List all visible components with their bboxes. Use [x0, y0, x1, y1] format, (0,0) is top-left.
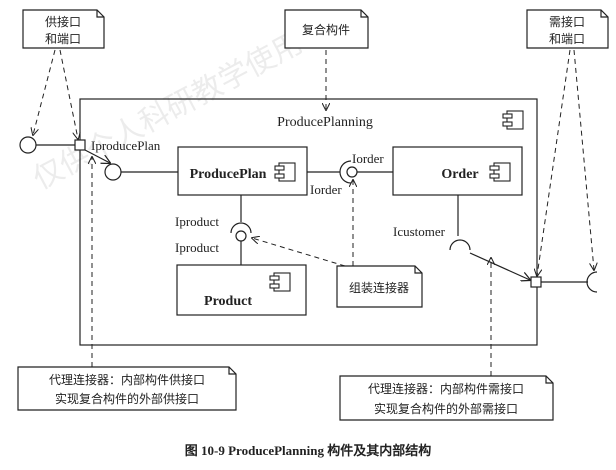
order-name: Order [441, 167, 478, 182]
svg-text:复合构件: 复合构件 [302, 22, 350, 37]
delegation-connector-required [469, 252, 530, 280]
label-iorder-provided: Iorder [352, 151, 384, 166]
required-interface-socket [586, 271, 598, 293]
note-delegation-required: 代理连接器：内部构件需接口 实现复合构件的外部需接口 [339, 375, 554, 421]
label-iproduceplan: IproducePlan [91, 138, 161, 153]
svg-text:实现复合构件的外部供接口: 实现复合构件的外部供接口 [55, 391, 199, 406]
provided-interface-lollipop [19, 136, 37, 154]
provided-port [74, 139, 86, 151]
composite-title: ProducePlanning [277, 115, 373, 130]
note-delegation-provided: 代理连接器：内部构件供接口 实现复合构件的外部供接口 [17, 366, 237, 411]
svg-text:和端口: 和端口 [45, 32, 81, 46]
svg-text:需接口: 需接口 [549, 14, 585, 29]
note-assembly-connector: 组装连接器 [336, 265, 423, 308]
component-icon [502, 110, 524, 130]
product-name: Product [204, 294, 252, 309]
svg-text:和端口: 和端口 [549, 32, 585, 46]
composite-component-box [79, 98, 538, 346]
note-required-port: 需接口 和端口 [526, 9, 609, 49]
label-iproduct-provided: Iproduct [175, 240, 219, 255]
svg-text:代理连接器：内部构件供接口: 代理连接器：内部构件供接口 [49, 372, 205, 387]
svg-text:实现复合构件的外部需接口: 实现复合构件的外部需接口 [374, 401, 518, 416]
delegation-connector-provided [84, 149, 110, 163]
figure-caption: 图 10-9 ProducePlanning 构件及其内部结构 [185, 443, 431, 458]
note-provided-port: 供接口 和端口 [22, 9, 105, 49]
svg-text:组装连接器: 组装连接器 [349, 280, 409, 295]
label-iproduct-required: Iproduct [175, 214, 219, 229]
svg-text:代理连接器：内部构件需接口: 代理连接器：内部构件需接口 [368, 381, 524, 396]
required-port [530, 276, 542, 288]
label-iorder-required: Iorder [310, 182, 342, 197]
svg-text:供接口: 供接口 [45, 14, 81, 29]
note-composite: 复合构件 [284, 9, 369, 49]
label-icustomer: Icustomer [393, 224, 446, 239]
iproduct-assembly [235, 230, 247, 242]
icustomer-socket [449, 239, 471, 251]
iorder-assembly [346, 166, 358, 178]
produceplan-name: ProducePlan [190, 167, 267, 182]
